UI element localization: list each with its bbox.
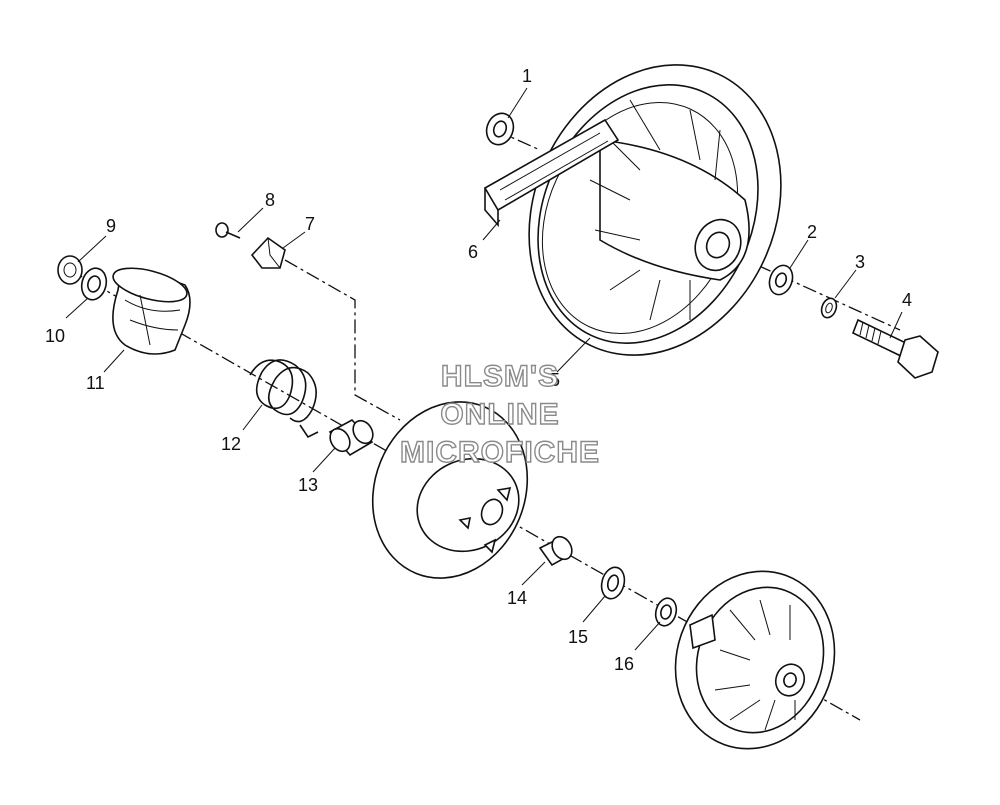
- moveable-sheave: [371, 401, 529, 579]
- screw-8: [215, 222, 241, 239]
- cam-11: [112, 267, 191, 355]
- bolt-4: [851, 318, 939, 379]
- washer-16: [654, 597, 678, 627]
- callout-15: 15: [568, 627, 588, 647]
- washer-15: [600, 566, 626, 600]
- callout-9: 9: [106, 216, 116, 236]
- callout-8: 8: [265, 190, 275, 210]
- weight-7: [250, 236, 286, 269]
- washer-2: [768, 264, 794, 296]
- callout-7: 7: [305, 214, 315, 234]
- pin-centerline: [284, 259, 401, 421]
- clip-9: [57, 255, 83, 285]
- watermark-line-2: ONLINE: [440, 397, 560, 431]
- stationary-sheave: [674, 570, 836, 750]
- callout-16: 16: [614, 654, 634, 674]
- lock-washer-3: [820, 297, 838, 319]
- watermark-line-3: MICROFICHE: [399, 435, 600, 469]
- watermark-line-1: HLSM'S: [440, 359, 560, 393]
- bushing-14: [538, 535, 573, 567]
- callout-10: 10: [45, 326, 65, 346]
- drive-sheave: [528, 64, 782, 356]
- drive-belt: [483, 118, 620, 228]
- callout-13: 13: [298, 475, 318, 495]
- bushing-13: [328, 418, 374, 457]
- callout-12: 12: [221, 434, 241, 454]
- callout-6: 6: [468, 242, 478, 262]
- callout-4: 4: [902, 290, 912, 310]
- washer-1: [485, 112, 515, 146]
- callout-11: 11: [86, 373, 105, 393]
- callout-2: 2: [807, 222, 817, 242]
- callout-5: 5: [550, 370, 560, 390]
- callout-14: 14: [507, 588, 527, 608]
- leader-lines: [65, 87, 903, 651]
- callout-3: 3: [855, 252, 865, 272]
- washer-10: [80, 267, 108, 301]
- callout-1: 1: [522, 66, 532, 86]
- spring-12: [249, 359, 319, 439]
